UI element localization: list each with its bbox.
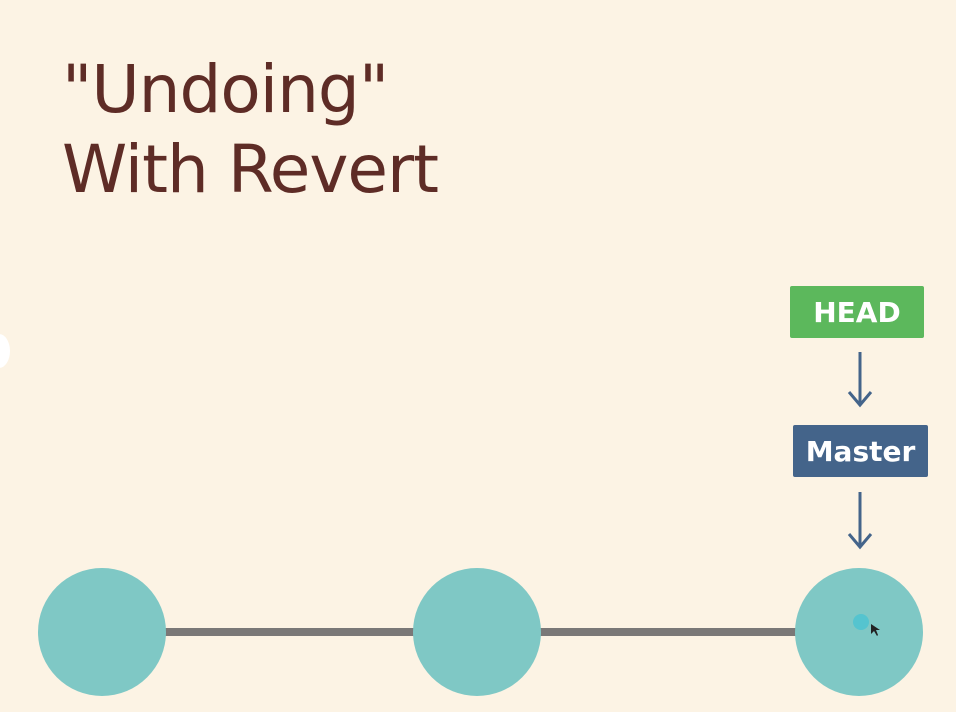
master-branch-tag: Master	[793, 425, 928, 477]
cursor-highlight	[853, 614, 869, 630]
title-line-1: "Undoing"	[62, 51, 389, 128]
cursor-pointer-icon	[871, 624, 880, 636]
master-to-commit-arrow	[847, 492, 873, 550]
master-tag-label: Master	[805, 434, 916, 468]
edge-handle	[0, 334, 10, 368]
head-to-master-arrow	[847, 352, 873, 408]
head-tag: HEAD	[790, 286, 924, 338]
page-title: "Undoing" With Revert	[62, 50, 439, 210]
commit-node-2	[413, 568, 541, 696]
title-line-2: With Revert	[62, 131, 439, 208]
head-tag-label: HEAD	[813, 295, 901, 329]
commit-node-1	[38, 568, 166, 696]
commit-node-3	[795, 568, 923, 696]
